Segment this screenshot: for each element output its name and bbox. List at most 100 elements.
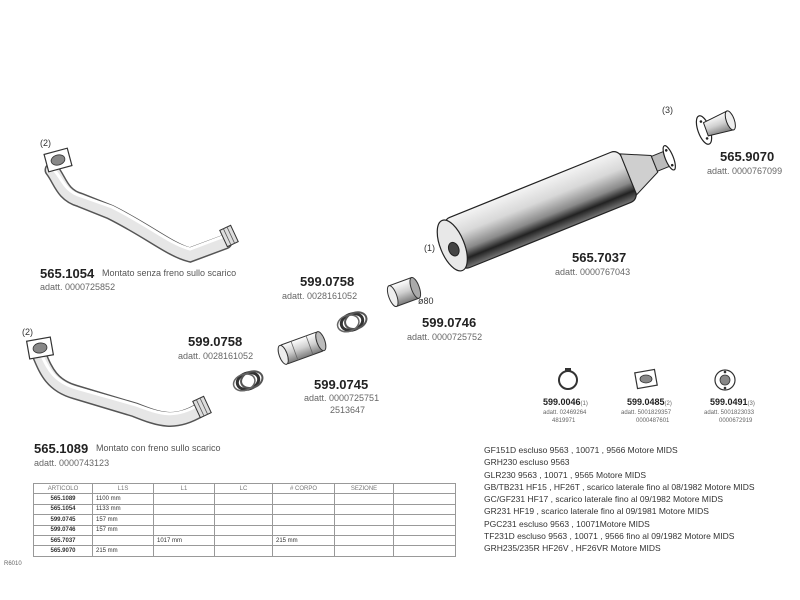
applications-list: GF151D escluso 9563 , 10071 , 9566 Motor… — [484, 444, 794, 555]
table-cell: 565.1089 — [33, 493, 93, 505]
front-pipe-565-1089 — [25, 336, 212, 427]
table-cell — [393, 503, 456, 516]
front-pipe-565-1054 — [43, 147, 239, 263]
gasket-599-0491 — [714, 369, 736, 391]
ref-label-565-1089: (2) — [22, 327, 33, 337]
table-cell — [153, 514, 215, 526]
table-cell — [214, 503, 273, 516]
part-extra-599-0491: 0000672919 — [719, 418, 753, 424]
table-cell — [153, 524, 215, 536]
part-code-565-1054: 565.1054 — [40, 266, 95, 281]
part-code-565-9070: 565.9070 — [720, 149, 775, 164]
table-cell — [214, 524, 273, 536]
part-code-565-1089: 565.1089 — [34, 441, 89, 456]
table-cell — [393, 493, 456, 505]
table-header-row: ARTICOLO L1S L1 LC # CORPO SEZIONE — [33, 482, 456, 495]
part-adatt-599-0491: adatt. 5001823033 — [704, 410, 755, 416]
part-extra-599-0046: 4819971 — [552, 418, 576, 424]
table-cell — [334, 545, 394, 557]
part-code-599-0746: 599.0746 — [422, 315, 477, 330]
table-header: LC — [214, 482, 273, 495]
application-item: PGC231 escluso 9563 , 10071Motore MIDS — [484, 518, 650, 529]
table-cell — [334, 524, 394, 536]
ref-label-565-7037: (1) — [424, 243, 435, 253]
diameter-label-599-0746: ø80 — [418, 296, 434, 306]
table-header: L1S — [92, 482, 154, 495]
table-header: ARTICOLO — [33, 482, 93, 495]
table-cell: 599.0746 — [33, 524, 93, 536]
table-cell — [272, 514, 335, 526]
table-cell — [393, 534, 456, 547]
table-cell: 565.7037 — [33, 534, 93, 547]
table-cell — [334, 503, 394, 516]
ref-label-565-9070: (3) — [662, 105, 673, 115]
part-desc-565-1054: Montato senza freno sullo scarico — [102, 268, 237, 278]
part-desc-565-1089: Montato con freno sullo scarico — [96, 443, 221, 453]
application-item: TF231D escluso 9563 , 10071 , 9566 fino … — [484, 531, 735, 542]
part-extra-599-0485: 0000487601 — [636, 418, 670, 424]
table-cell — [214, 534, 273, 547]
table-cell — [92, 534, 154, 547]
application-item: GLR230 9563 , 10071 , 9565 Motore MIDS — [484, 469, 647, 480]
table-cell — [153, 545, 215, 557]
part-adatt-599-0746: adatt. 0000725752 — [407, 332, 483, 342]
connector-599-0745 — [277, 331, 327, 365]
clamp-599-0758-upper — [336, 311, 368, 333]
application-item: GF151D escluso 9563 , 10071 , 9566 Motor… — [484, 445, 678, 455]
part-adatt-565-7037: adatt. 0000767043 — [555, 267, 631, 277]
muffler-565-7037 — [436, 145, 676, 272]
table-cell: 599.0745 — [33, 514, 93, 526]
application-item: GR231 HF19 , scarico laterale fino al 09… — [484, 506, 709, 517]
table-cell — [214, 545, 273, 557]
tail-pipe-565-9070 — [695, 110, 736, 145]
part-code-599-0485: 599.0485(2) — [627, 397, 672, 408]
part-code-565-7037: 565.7037 — [572, 250, 627, 265]
table-cell — [214, 514, 273, 526]
table-cell: 157 mm — [92, 514, 154, 526]
table-cell — [153, 503, 215, 516]
part-adatt-599-0745: adatt. 0000725751 — [304, 393, 380, 403]
part-adatt-599-0758-b: adatt. 0028161052 — [178, 351, 254, 361]
application-item: GC/GF231 HF17 , scarico laterale fino al… — [484, 494, 724, 505]
table-cell — [153, 493, 215, 505]
table-header: # CORPO — [272, 482, 335, 495]
table-cell — [334, 534, 394, 547]
table-cell — [272, 524, 335, 536]
table-header: SEZIONE — [334, 482, 394, 495]
table-cell — [272, 545, 335, 557]
connector-599-0746 — [386, 276, 422, 308]
table-cell — [272, 503, 335, 516]
table-cell — [393, 545, 456, 557]
table-cell: 1100 mm — [92, 493, 154, 505]
part-code-599-0046: 599.0046(1) — [543, 397, 588, 408]
part-adatt-599-0758-a: adatt. 0028161052 — [282, 291, 358, 301]
table-row: 599.0745 157 mm — [33, 514, 456, 526]
application-item: GRH230 escluso 9563 — [484, 457, 570, 468]
table-cell — [272, 493, 335, 505]
application-item: GRH235/235R HF26V , HF26VR Motore MIDS — [484, 543, 661, 554]
ref-label-565-1054: (2) — [40, 138, 51, 148]
part-adatt-599-0485: adatt. 5001829357 — [621, 410, 672, 416]
table-row: 565.9070 215 mm — [33, 545, 456, 557]
part-code-599-0745: 599.0745 — [314, 377, 369, 392]
part-code-599-0758-b: 599.0758 — [188, 334, 243, 349]
part-extra-599-0745: 2513647 — [330, 405, 366, 415]
spec-table: ARTICOLO L1S L1 LC # CORPO SEZIONE 565.1… — [33, 482, 456, 557]
part-adatt-599-0046: adatt. 02469264 — [543, 410, 587, 416]
application-item: GB/TB231 HF15 , HF26T , scarico laterale… — [484, 481, 755, 492]
table-cell: 215 mm — [272, 534, 335, 547]
ring-clamp-599-0046 — [558, 368, 578, 390]
table-cell: 565.1054 — [33, 503, 93, 516]
table-cell: 565.9070 — [33, 545, 93, 557]
table-cell — [214, 493, 273, 505]
table-cell: 157 mm — [92, 524, 154, 536]
table-cell — [393, 514, 456, 526]
table-row: 565.1089 1100 mm — [33, 493, 456, 505]
table-side-label: R6010 — [4, 561, 22, 567]
table-header: L1 — [153, 482, 215, 495]
table-cell: 1133 mm — [92, 503, 154, 516]
table-cell — [334, 514, 394, 526]
part-code-599-0491: 599.0491(3) — [710, 397, 755, 408]
table-row: 565.7037 1017 mm 215 mm — [33, 534, 456, 547]
